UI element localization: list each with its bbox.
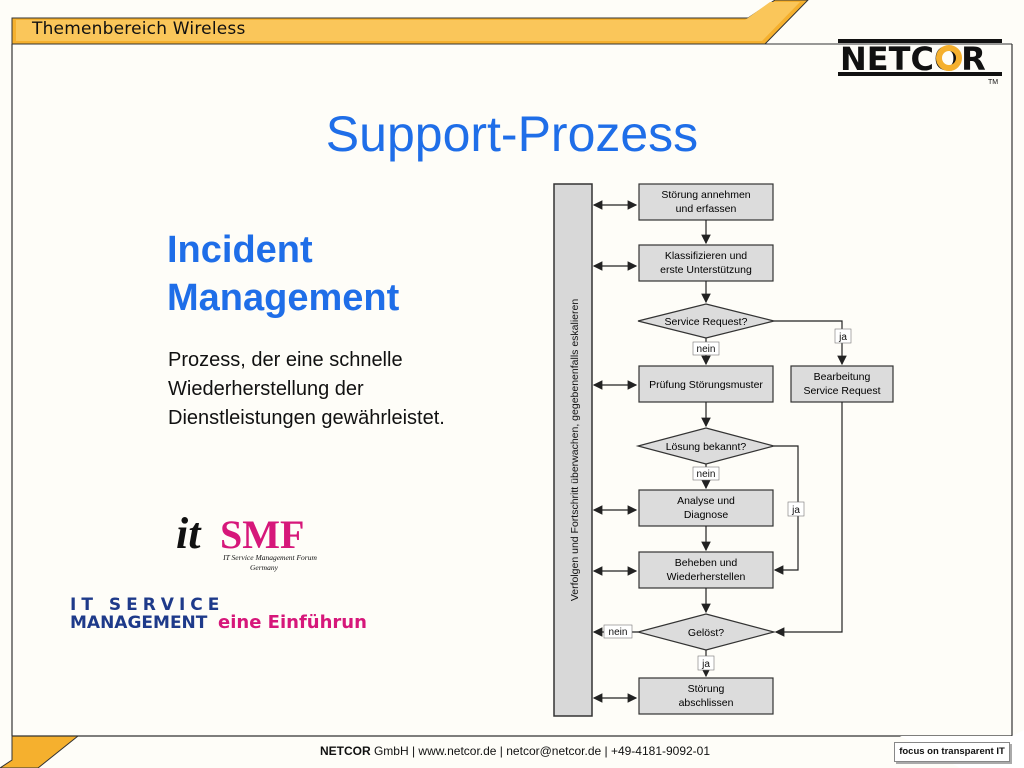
book-logo: IT SERVICE MANAGEMENT eine Einführung <box>70 595 366 633</box>
svg-text:Wiederherstellen: Wiederherstellen <box>667 571 746 583</box>
svg-text:IT SERVICE: IT SERVICE <box>70 595 224 615</box>
svg-text:Service Request: Service Request <box>803 385 880 397</box>
label-nein-2: nein <box>697 469 716 480</box>
incident-flowchart: Verfolgen und Fortschritt überwachen, ge… <box>553 183 894 717</box>
svg-text:Lösung bekannt?: Lösung bekannt? <box>666 441 747 453</box>
svg-text:erste Unterstützung: erste Unterstützung <box>660 264 752 276</box>
monitor-sidebar <box>553 183 593 717</box>
svg-text:Diagnose: Diagnose <box>684 509 729 521</box>
label-ja-3: ja <box>701 659 710 670</box>
sidebar-label: Verfolgen und Fortschritt überwachen, ge… <box>569 299 581 602</box>
label-ja-1: ja <box>838 332 847 343</box>
step-analysis: Analyse und Diagnose <box>638 489 774 527</box>
step-receive: Störung annehmen und erfassen <box>638 183 774 221</box>
svg-text:NETCOR: NETCOR <box>840 40 986 78</box>
section-title-line1: Incident <box>167 229 313 271</box>
svg-text:abschlissen: abschlissen <box>679 697 734 709</box>
svg-text:TM: TM <box>988 79 998 86</box>
svg-text:SMF: SMF <box>220 512 304 557</box>
section-title: Incident Management <box>167 226 497 322</box>
svg-text:Bearbeitung: Bearbeitung <box>814 371 871 383</box>
svg-text:Klassifizieren und: Klassifizieren und <box>665 250 747 262</box>
svg-text:Analyse und: Analyse und <box>677 495 735 507</box>
svg-text:Service Request?: Service Request? <box>665 316 748 328</box>
svg-text:Germany: Germany <box>250 563 279 572</box>
decision-solution-known: Lösung bekannt? <box>635 427 777 465</box>
netcor-logo: NETCOR TM <box>838 39 1002 86</box>
svg-text:it: it <box>176 509 202 558</box>
section-title-line2: Management <box>167 277 400 319</box>
svg-text:und erfassen: und erfassen <box>676 203 737 215</box>
label-nein-1: nein <box>697 344 716 355</box>
decision-resolved: Gelöst? <box>635 613 777 651</box>
svg-text:Prüfung Störungsmuster: Prüfung Störungsmuster <box>649 379 763 391</box>
footer-contact: NETCOR GmbH | www.netcor.de | netcor@net… <box>230 744 800 758</box>
svg-text:Beheben und: Beheben und <box>675 557 738 569</box>
svg-text:Störung: Störung <box>688 683 725 695</box>
svg-text:Gelöst?: Gelöst? <box>688 627 724 639</box>
svg-text:IT Service Management Forum: IT Service Management Forum <box>222 553 317 562</box>
svg-text:eine Einführung: eine Einführung <box>218 612 366 633</box>
svg-text:MANAGEMENT: MANAGEMENT <box>70 613 208 633</box>
footer-badge: focus on transparent IT <box>894 742 1010 762</box>
itsmf-logo: it SMF IT Service Management Forum Germa… <box>176 509 317 572</box>
step-service-request: Bearbeitung Service Request <box>790 365 894 403</box>
header-title: Themenbereich Wireless <box>32 19 246 39</box>
step-pattern-check: Prüfung Störungsmuster <box>638 365 774 403</box>
label-ja-2: ja <box>791 505 800 516</box>
step-close: Störung abschlissen <box>638 677 774 715</box>
footer-details: GmbH | www.netcor.de | netcor@netcor.de … <box>370 744 711 758</box>
footer-company: NETCOR <box>319 744 371 758</box>
step-fix: Beheben und Wiederherstellen <box>638 551 774 589</box>
body-text: Prozess, der eine schnelle Wiederherstel… <box>168 349 445 429</box>
step-classify: Klassifizieren und erste Unterstützung <box>638 244 774 282</box>
label-nein-3: nein <box>609 627 628 638</box>
decision-service-request: Service Request? <box>637 303 775 339</box>
slide-title: Support-Prozess <box>325 106 699 162</box>
svg-text:Störung annehmen: Störung annehmen <box>661 189 750 201</box>
